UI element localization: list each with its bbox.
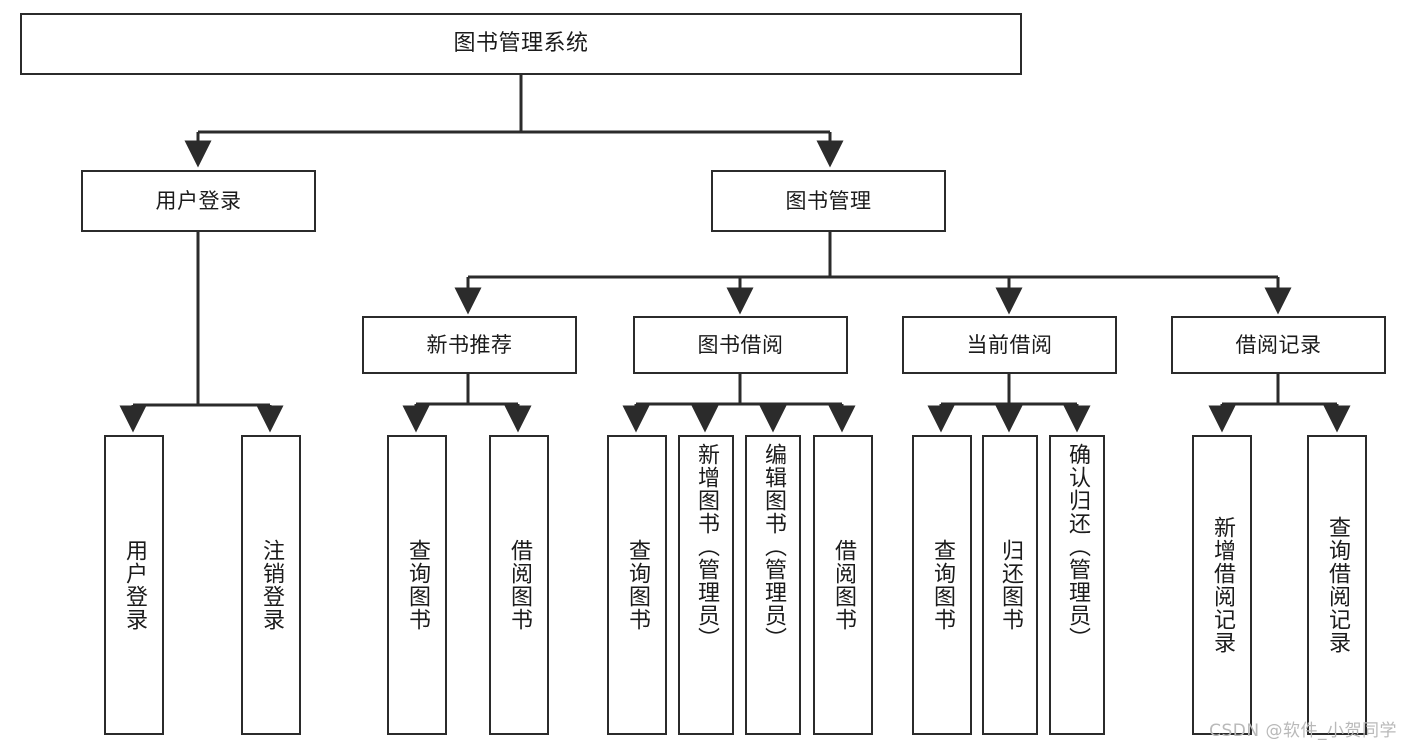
- node-book-borrow-label: 图书借阅: [697, 332, 784, 357]
- watermark-text: CSDN @软件_小贺同学: [1209, 721, 1397, 741]
- node-book-management-label: 图书管理: [785, 188, 872, 213]
- node-current-borrow[interactable]: 当前借阅: [902, 316, 1117, 374]
- leaf-return-book[interactable]: 归还图书: [982, 435, 1038, 735]
- leaf-add-borrow-record-label: 新增借阅记录: [1210, 516, 1235, 654]
- node-user-login-label: 用户登录: [155, 188, 242, 213]
- node-borrow-record-label: 借阅记录: [1235, 332, 1322, 357]
- node-user-login[interactable]: 用户登录: [81, 170, 316, 232]
- leaf-logout-login[interactable]: 注销登录: [241, 435, 301, 735]
- leaf-query-book-2-label: 查询图书: [625, 539, 650, 631]
- leaf-query-book-1-label: 查询图书: [405, 539, 430, 631]
- leaf-confirm-return-admin-label: 确认归还（管理员）: [1065, 443, 1090, 650]
- leaf-query-book-3-label: 查询图书: [930, 539, 955, 631]
- leaf-query-book-3[interactable]: 查询图书: [912, 435, 972, 735]
- node-root-label: 图书管理系统: [453, 31, 589, 57]
- leaf-borrow-book-1[interactable]: 借阅图书: [489, 435, 549, 735]
- node-root[interactable]: 图书管理系统: [20, 13, 1022, 75]
- node-new-book-recommend-label: 新书推荐: [426, 332, 513, 357]
- node-new-book-recommend[interactable]: 新书推荐: [362, 316, 577, 374]
- leaf-add-book-admin[interactable]: 新增图书（管理员）: [678, 435, 734, 735]
- leaf-query-book-1[interactable]: 查询图书: [387, 435, 447, 735]
- leaf-user-login[interactable]: 用户登录: [104, 435, 164, 735]
- leaf-borrow-book-2[interactable]: 借阅图书: [813, 435, 873, 735]
- leaf-borrow-book-2-label: 借阅图书: [831, 539, 856, 631]
- leaf-borrow-book-1-label: 借阅图书: [507, 539, 532, 631]
- node-book-management[interactable]: 图书管理: [711, 170, 946, 232]
- leaf-add-book-admin-label: 新增图书（管理员）: [694, 443, 719, 650]
- leaf-edit-book-admin[interactable]: 编辑图书（管理员）: [745, 435, 801, 735]
- leaf-query-borrow-record[interactable]: 查询借阅记录: [1307, 435, 1367, 735]
- leaf-query-book-2[interactable]: 查询图书: [607, 435, 667, 735]
- node-current-borrow-label: 当前借阅: [966, 332, 1053, 357]
- leaf-edit-book-admin-label: 编辑图书（管理员）: [761, 443, 786, 650]
- node-borrow-record[interactable]: 借阅记录: [1171, 316, 1386, 374]
- leaf-add-borrow-record[interactable]: 新增借阅记录: [1192, 435, 1252, 735]
- leaf-user-login-label: 用户登录: [122, 539, 147, 631]
- leaf-logout-login-label: 注销登录: [259, 539, 284, 631]
- node-book-borrow[interactable]: 图书借阅: [633, 316, 848, 374]
- leaf-return-book-label: 归还图书: [998, 539, 1023, 631]
- leaf-query-borrow-record-label: 查询借阅记录: [1325, 516, 1350, 654]
- leaf-confirm-return-admin[interactable]: 确认归还（管理员）: [1049, 435, 1105, 735]
